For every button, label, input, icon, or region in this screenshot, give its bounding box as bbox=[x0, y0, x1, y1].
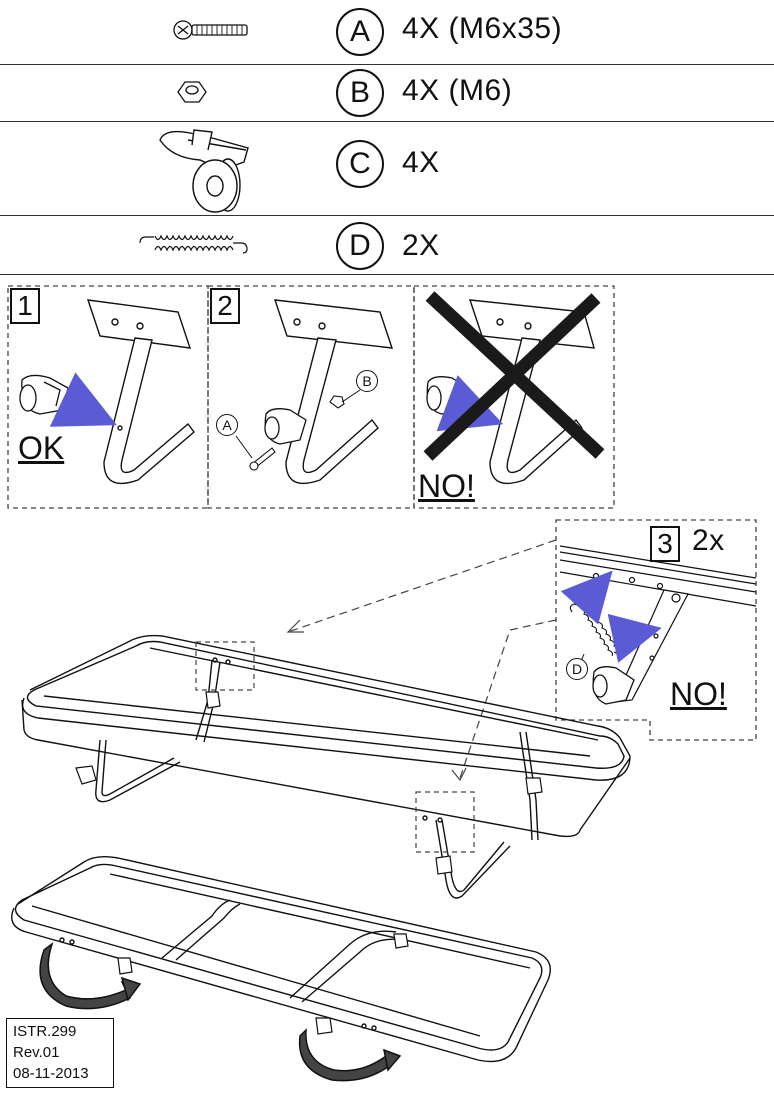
wrong-step-verdict: NO! bbox=[418, 468, 475, 504]
caster-clip-icon bbox=[159, 129, 249, 213]
step3-clip-icon bbox=[592, 666, 635, 705]
step1-arrow-icon bbox=[49, 372, 117, 427]
step2-leader-b bbox=[341, 389, 361, 403]
step2-bolt-icon bbox=[249, 447, 276, 471]
rotate-arrow-icon bbox=[298, 1028, 402, 1082]
step2-number: 2 bbox=[210, 288, 240, 324]
step1-clip-icon bbox=[19, 374, 69, 415]
step3-verdict: NO! bbox=[670, 676, 727, 712]
step3-arrow-bottom-icon bbox=[607, 613, 662, 663]
parts-row-divider bbox=[0, 215, 774, 216]
step3-frame bbox=[555, 519, 757, 741]
upper-frame-clips bbox=[75, 691, 543, 875]
part-d-quantity: 2X bbox=[402, 229, 440, 262]
part-a-letter: A bbox=[336, 8, 384, 56]
upper-frame-drawing bbox=[21, 634, 631, 899]
cross-icon bbox=[423, 291, 605, 461]
part-a-quantity: 4X (M6x35) bbox=[402, 12, 563, 45]
parts-row-divider bbox=[0, 64, 774, 65]
document-date: 08-11-2013 bbox=[13, 1065, 89, 1082]
detail-box bbox=[415, 791, 475, 853]
nut-icon bbox=[177, 81, 207, 103]
step1-verdict: OK bbox=[18, 430, 65, 466]
bolt-icon bbox=[173, 20, 248, 40]
part-c-quantity: 4X bbox=[402, 146, 440, 179]
document-info-box: ISTR.299 Rev.01 08-11-2013 bbox=[6, 1018, 114, 1088]
step2-nut-icon bbox=[329, 395, 345, 409]
step3-quantity: 2x bbox=[692, 524, 725, 557]
spring-icon bbox=[139, 234, 248, 254]
detail-box bbox=[195, 641, 255, 691]
guide-line bbox=[287, 539, 557, 633]
step1-number: 1 bbox=[10, 288, 40, 324]
part-c-letter: C bbox=[336, 140, 384, 188]
step2-leg-drawing bbox=[273, 299, 394, 485]
rotate-arrow-icon bbox=[39, 941, 142, 1010]
parts-row-divider bbox=[0, 121, 774, 122]
step3-arrow-top-icon bbox=[560, 570, 613, 625]
step3-spring-icon bbox=[569, 603, 623, 657]
part-d-letter: D bbox=[336, 222, 384, 270]
lower-frame-clips bbox=[117, 933, 409, 1035]
step3-number: 3 bbox=[650, 526, 680, 562]
step1-leg-drawing bbox=[86, 299, 195, 485]
step2-clip-icon bbox=[264, 408, 307, 445]
part-b-letter: B bbox=[336, 69, 384, 117]
step2-label-a: A bbox=[216, 414, 238, 436]
document-code: ISTR.299 bbox=[13, 1023, 77, 1040]
step2-leader-a bbox=[235, 435, 253, 459]
step3-label-d: D bbox=[566, 658, 588, 680]
document-revision: Rev.01 bbox=[13, 1044, 60, 1061]
step2-label-b: B bbox=[356, 370, 378, 392]
lower-frame-drawing bbox=[11, 855, 551, 1063]
guide-line bbox=[459, 619, 557, 779]
part-b-quantity: 4X (M6) bbox=[402, 74, 513, 107]
parts-row-divider bbox=[0, 274, 774, 275]
